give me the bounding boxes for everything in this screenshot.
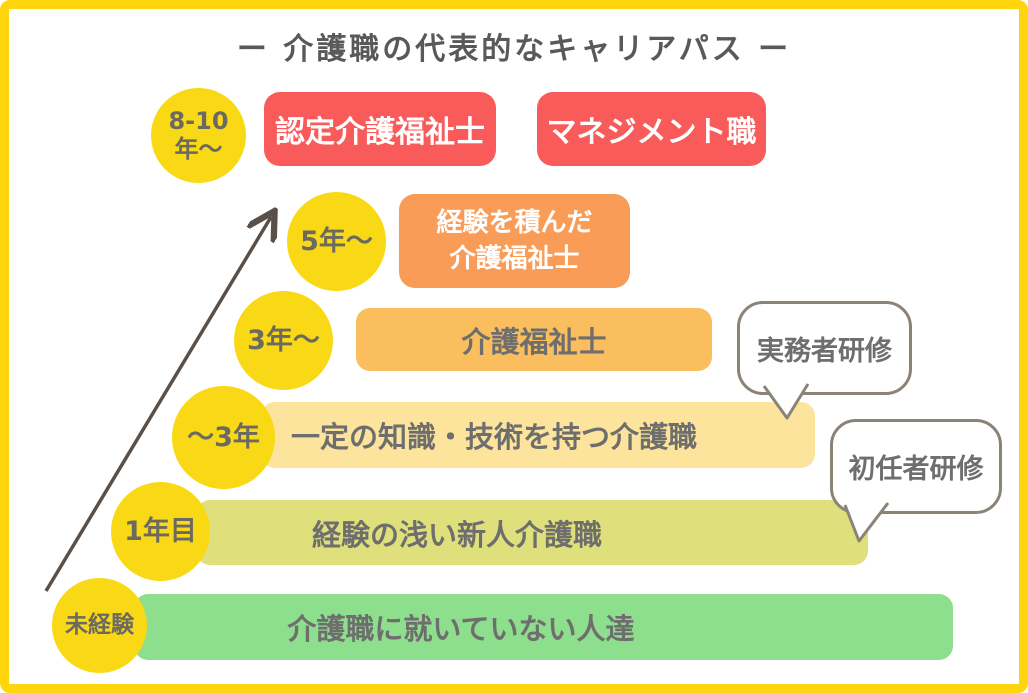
time-badge-up-to-3-years: 〜3年 <box>172 386 275 489</box>
stage-box-line2: 介護福祉士 <box>449 244 580 274</box>
time-badge-line1: 8-10 <box>168 106 229 135</box>
stage-box-certified-care-worker: 認定介護福祉士 <box>264 92 496 166</box>
speech-bubble-label: 実務者研修 <box>757 335 892 367</box>
stage-box-care-worker-qualified: 介護福祉士 <box>356 308 712 371</box>
page-title: ー 介護職の代表的なキャリアパス ー <box>236 32 792 67</box>
stage-box-management: マネジメント職 <box>537 92 766 166</box>
stage-box-people-not-in-care-work: 介護職に就いていない人達 <box>134 594 953 660</box>
speech-bubble-tail <box>843 502 890 543</box>
stage-box-new-care-staff: 経験の浅い新人介護職 <box>196 500 868 565</box>
time-badge-3-years-plus: 3年〜 <box>234 291 333 390</box>
time-badge-line2: 年〜 <box>174 134 223 163</box>
time-badge-5-years: 5年〜 <box>287 192 386 291</box>
time-badge-8-10-years: 8-10 年〜 <box>151 88 246 183</box>
stage-box-skilled-care-staff: 一定の知識・技術を持つ介護職 <box>261 402 815 468</box>
speech-bubble-label: 初任者研修 <box>848 454 984 485</box>
time-badge-label: 3年〜 <box>247 324 320 356</box>
stage-box-line1: 経験を積んだ <box>436 207 593 238</box>
time-badge-label: 未経験 <box>65 612 134 639</box>
time-badge-label: 5年〜 <box>300 225 373 257</box>
time-badge-label: 1年目 <box>124 515 197 547</box>
speech-bubble-practical-training: 実務者研修 <box>737 301 912 395</box>
speech-bubble-beginner-training: 初任者研修 <box>830 419 1002 514</box>
time-badge-no-experience: 未経験 <box>52 578 147 673</box>
stage-box-experienced-care-worker: 経験を積んだ 介護福祉士 <box>399 194 630 288</box>
time-badge-label: 〜3年 <box>187 421 260 453</box>
time-badge-first-year: 1年目 <box>111 482 210 581</box>
speech-bubble-tail <box>762 383 810 420</box>
